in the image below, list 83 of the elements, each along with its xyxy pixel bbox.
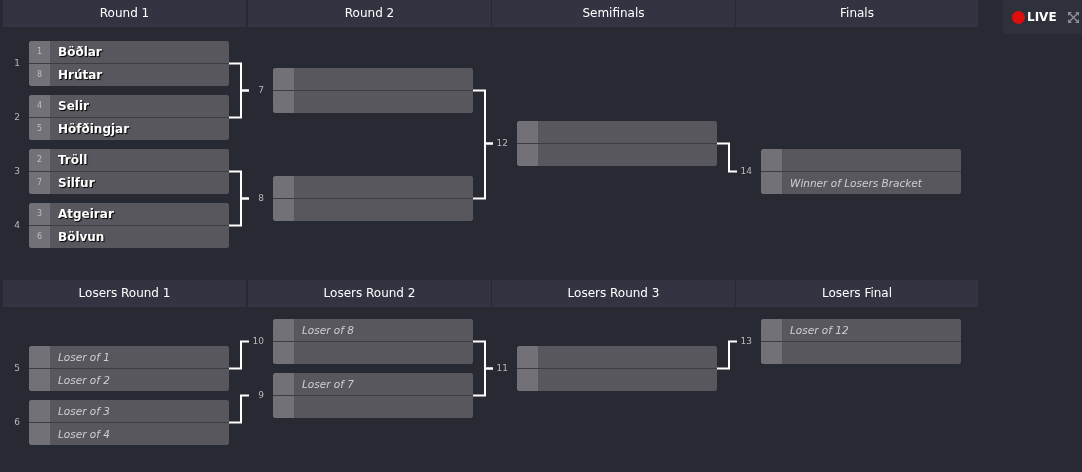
seed-number: 3 (29, 203, 50, 225)
match-number: 12 (495, 137, 508, 150)
match-number: 2 (13, 111, 20, 124)
round-header: Losers Round 3 (492, 280, 735, 307)
bracket-line (228, 89, 250, 119)
match-number: 8 (257, 192, 264, 205)
bracket-slot (761, 149, 961, 171)
match-number: 10 (251, 335, 264, 348)
team-name: Silfur (57, 175, 95, 192)
round-header: Losers Round 2 (248, 280, 491, 307)
team-name: Atgeirar (57, 206, 114, 223)
team-name: Hrútar (57, 67, 103, 84)
placeholder-text: Loser of 1 (57, 350, 110, 365)
bracket-slot (517, 143, 717, 166)
match-number: 3 (13, 165, 20, 178)
bracket-slot (29, 63, 229, 86)
placeholder-text: Winner of Losers Bracket (789, 176, 922, 191)
bracket-slot (29, 117, 229, 140)
placeholder-text: Loser of 3 (57, 404, 110, 419)
match-number: 7 (257, 84, 264, 97)
placeholder-text: Loser of 4 (57, 427, 110, 442)
round-header: Losers Final (736, 280, 978, 307)
bracket-slot (273, 319, 473, 341)
round-header: Round 2 (248, 0, 491, 27)
bracket-slot (29, 225, 229, 248)
bracket-slot (29, 171, 229, 194)
bracket-slot (29, 95, 229, 117)
team-name: Böðlar (57, 44, 102, 61)
round-header: Finals (736, 0, 978, 27)
match-number: 5 (13, 362, 20, 375)
bracket-slot (273, 90, 473, 113)
team-name: Bölvun (57, 229, 105, 246)
round-header: Round 1 (3, 0, 246, 27)
bracket-slot (273, 176, 473, 198)
bracket-slot (517, 346, 717, 368)
bracket-line (228, 340, 250, 370)
bracket-line (228, 394, 250, 424)
bracket-slot (29, 149, 229, 171)
seed-number: 7 (29, 172, 50, 194)
bracket-slot (29, 346, 229, 368)
bracket-slot (517, 121, 717, 143)
match-number: 4 (13, 219, 20, 232)
bracket-line (716, 142, 738, 173)
round-header: Semifinals (492, 0, 735, 27)
team-name: Tröll (57, 152, 88, 169)
bracket-slot (761, 171, 961, 194)
bracket-slot (273, 373, 473, 395)
bracket-slot (273, 341, 473, 364)
bracket-slot (29, 400, 229, 422)
bracket-slot (29, 368, 229, 391)
bracket-slot (273, 68, 473, 90)
bracket-slot (29, 41, 229, 63)
team-name: Höfðingjar (57, 121, 130, 138)
seed-number: 2 (29, 149, 50, 171)
placeholder-text: Loser of 7 (301, 377, 354, 392)
match-number: 11 (495, 362, 508, 375)
live-label: LIVE (1027, 10, 1057, 25)
seed-number: 4 (29, 95, 50, 117)
placeholder-text: Loser of 2 (57, 373, 110, 388)
seed-number: 6 (29, 226, 50, 248)
bracket-slot (29, 203, 229, 225)
round-header: Losers Round 1 (3, 280, 246, 307)
bracket-line (228, 197, 250, 227)
team-name: Selir (57, 98, 89, 115)
match-number: 9 (257, 389, 264, 402)
match-number: 1 (13, 57, 20, 70)
placeholder-text: Loser of 12 (789, 323, 849, 338)
bracket-slot (29, 422, 229, 445)
bracket-slot (761, 319, 961, 341)
seed-number: 1 (29, 41, 50, 63)
match-number: 14 (739, 165, 752, 178)
bracket-slot (517, 368, 717, 391)
placeholder-text: Loser of 8 (301, 323, 354, 338)
match-number: 13 (739, 335, 752, 348)
bracket-line (472, 367, 494, 397)
seed-number: 8 (29, 64, 50, 86)
bracket-line (472, 142, 494, 200)
seed-number: 5 (29, 118, 50, 140)
bracket-line (716, 340, 738, 370)
bracket-slot (761, 341, 961, 364)
match-number: 6 (13, 416, 20, 429)
bracket-slot (273, 198, 473, 221)
bracket-slot (273, 395, 473, 418)
